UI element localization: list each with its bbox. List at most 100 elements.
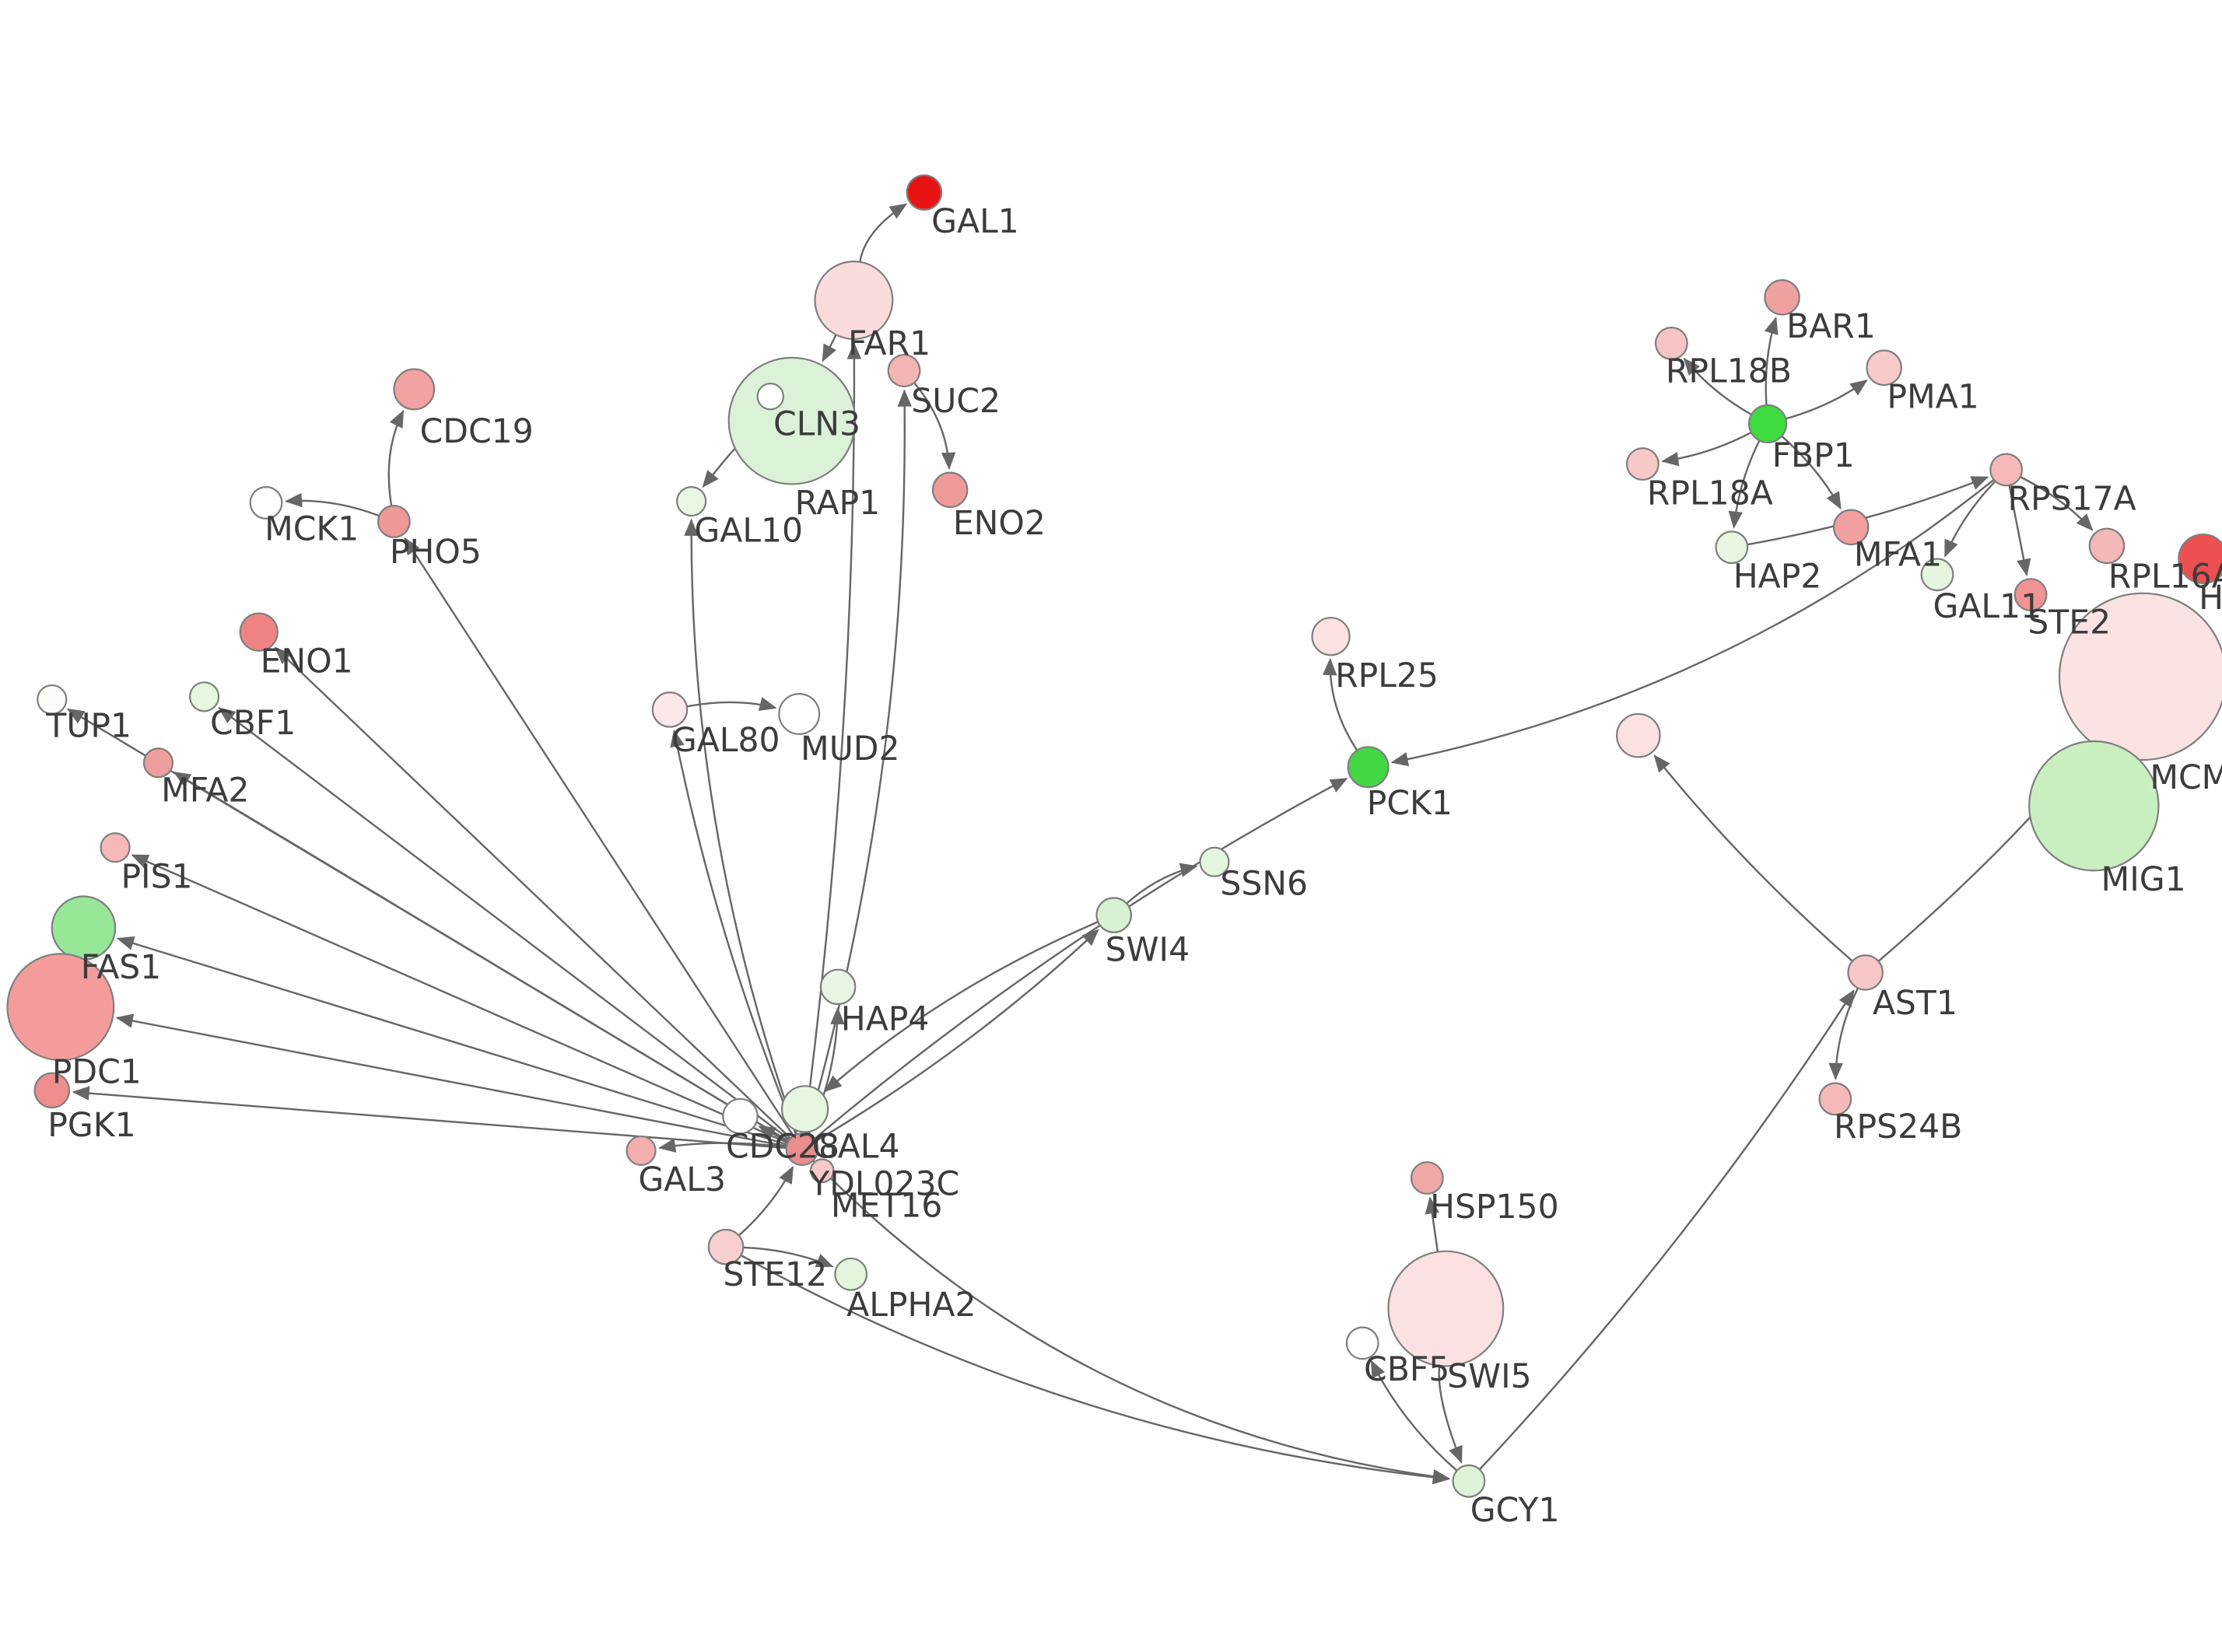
node-MFA1[interactable] xyxy=(1832,509,1870,546)
node-label-SSN6: SSN6 xyxy=(1220,866,1308,904)
node-GAL11[interactable] xyxy=(1920,558,1954,592)
node-label-CBF1: CBF1 xyxy=(210,705,296,743)
node-GAL4[interactable] xyxy=(785,1132,819,1166)
node-GCY1[interactable] xyxy=(1452,1464,1486,1498)
edge-GAL4-PGK1[interactable] xyxy=(72,1086,787,1150)
edge-FAR1-GAL1[interactable] xyxy=(859,203,908,262)
edge-FAR1-CLN3[interactable] xyxy=(822,334,837,362)
node-NODE1[interactable] xyxy=(1616,712,1661,758)
edge-RPS17A-GAL11[interactable] xyxy=(1943,480,1996,558)
edge-GAL4-PCK1[interactable] xyxy=(813,777,1348,1140)
node-CBF1[interactable] xyxy=(188,681,220,712)
edge-FBP1-HAP2[interactable] xyxy=(1728,439,1761,529)
edge-GAL4-GAL80[interactable] xyxy=(670,729,797,1136)
node-HAP4[interactable] xyxy=(819,968,857,1006)
node-RPL25[interactable] xyxy=(1311,617,1351,656)
edge-GCY1-AST1[interactable] xyxy=(1478,989,1855,1471)
edge-GAL4-GCY1[interactable] xyxy=(812,1160,1451,1484)
node-SWI5[interactable] xyxy=(1387,1250,1505,1367)
node-RPL16A[interactable] xyxy=(2088,527,2126,565)
edge-FBP1-RPL18A[interactable] xyxy=(1661,431,1752,467)
node-GAL3[interactable] xyxy=(626,1135,657,1166)
node-ALPHA2[interactable] xyxy=(834,1257,868,1291)
edge-RPS17A-RPL16A[interactable] xyxy=(2020,476,2094,531)
node-SUC2[interactable] xyxy=(887,354,921,387)
node-HIS4[interactable] xyxy=(2178,533,2222,584)
node-RPL18A[interactable] xyxy=(1625,447,1659,481)
node-RPL18B[interactable] xyxy=(1654,326,1688,360)
node-ENO2[interactable] xyxy=(931,471,969,509)
edge-GAL4-SUC2[interactable] xyxy=(805,389,912,1135)
edge-FBP1-RPL18B[interactable] xyxy=(1683,357,1752,416)
edge-GCY1-CBF5[interactable] xyxy=(1370,1360,1458,1472)
edge-PCK1-RPL25[interactable] xyxy=(1322,657,1358,751)
node-PDC1[interactable] xyxy=(6,953,115,1062)
edge-SUC2-ENO2[interactable] xyxy=(913,382,956,470)
node-AST1[interactable] xyxy=(1847,954,1884,991)
node-MIG1[interactable] xyxy=(2028,740,2160,872)
node-GAL10[interactable] xyxy=(676,486,707,517)
node-GAL80[interactable] xyxy=(651,691,689,728)
edge-FBP1-BAR1[interactable] xyxy=(1764,317,1779,405)
node-RPS24B[interactable] xyxy=(1818,1082,1852,1116)
node-PGK1[interactable] xyxy=(33,1072,71,1109)
edge-GAL4-CDC28[interactable] xyxy=(758,1125,789,1143)
edge-CLN3-GAL10[interactable] xyxy=(702,447,736,488)
node-RPS17A[interactable] xyxy=(1989,453,2024,487)
edge-FBP1-MFA1[interactable] xyxy=(1781,435,1842,510)
node-MFA2[interactable] xyxy=(142,747,174,779)
node-label-HIS4: HIS4 xyxy=(2199,579,2222,618)
edge-RPS17A-PCK1[interactable] xyxy=(1390,478,1995,767)
node-PHO5[interactable] xyxy=(377,505,411,538)
edge-GAL4-PIS1[interactable] xyxy=(131,854,788,1144)
edge-AST1-NODE1[interactable] xyxy=(1653,754,1853,962)
edge-GAL4-PHO5[interactable] xyxy=(404,537,794,1137)
node-MET16[interactable] xyxy=(809,1158,835,1184)
edge-PHO5-CDC19[interactable] xyxy=(387,409,405,506)
edge-GAL4-FAR1[interactable] xyxy=(803,341,862,1134)
node-MUD2[interactable] xyxy=(778,692,821,735)
node-STE12[interactable] xyxy=(707,1228,745,1265)
node-CDC19[interactable] xyxy=(393,368,436,411)
edge-STE12-GAL4[interactable] xyxy=(738,1165,794,1237)
node-PIS1[interactable] xyxy=(100,832,131,863)
edge-GAL4-ENO1[interactable] xyxy=(274,646,792,1139)
edge-SWI5-GCY1[interactable] xyxy=(1438,1365,1463,1464)
edge-STE12-ALPHA2[interactable] xyxy=(743,1246,834,1268)
edge-GAL4-GAL10[interactable] xyxy=(684,518,798,1135)
node-TUP1[interactable] xyxy=(37,684,68,716)
node-STE2[interactable] xyxy=(2013,578,2048,612)
node-HSP150[interactable] xyxy=(1410,1161,1444,1195)
edge-FBP1-PMA1[interactable] xyxy=(1785,379,1868,420)
node-FBP1[interactable] xyxy=(1747,404,1788,443)
edge-GAL4-CBF1[interactable] xyxy=(218,707,790,1141)
edge-GAL4-FAS1[interactable] xyxy=(116,936,787,1146)
node-SWI4[interactable] xyxy=(1095,897,1132,933)
node-FAR1[interactable] xyxy=(814,261,894,340)
edge-PHO5-MCK1[interactable] xyxy=(284,492,380,517)
edge-GAL4-GAL3[interactable] xyxy=(657,1138,787,1153)
edge-STE12-GCY1[interactable] xyxy=(740,1254,1451,1485)
node-HAP2[interactable] xyxy=(1715,530,1749,565)
node-PMA1[interactable] xyxy=(1866,349,1902,387)
node-MCM1[interactable] xyxy=(2058,592,2222,761)
node-CBF5[interactable] xyxy=(1345,1326,1379,1360)
node-MCK1[interactable] xyxy=(249,486,283,520)
node-PCK1[interactable] xyxy=(1347,746,1390,789)
node-RAP1[interactable] xyxy=(756,383,785,411)
node-YDL023C[interactable] xyxy=(780,1085,829,1133)
edge-GAL4-MFA2[interactable] xyxy=(173,772,790,1143)
edge-SWI4-YDL023C[interactable] xyxy=(824,921,1099,1093)
node-GAL1[interactable] xyxy=(906,174,943,211)
edge-GAL80-MUD2[interactable] xyxy=(686,697,777,711)
node-BAR1[interactable] xyxy=(1764,279,1800,316)
edge-SWI5-HSP150[interactable] xyxy=(1425,1196,1440,1252)
edge-GAL4-PDC1[interactable] xyxy=(115,1013,787,1147)
node-label-MCK1: MCK1 xyxy=(265,510,359,548)
edge-HAP2-RPS17A[interactable] xyxy=(1747,476,1989,546)
node-CDC28[interactable] xyxy=(722,1097,759,1135)
edge-GAL4-SWI4[interactable] xyxy=(815,929,1099,1143)
node-SSN6[interactable] xyxy=(1199,846,1230,877)
edge-RPS17A-STE2[interactable] xyxy=(2008,485,2031,577)
node-ENO1[interactable] xyxy=(239,612,279,652)
